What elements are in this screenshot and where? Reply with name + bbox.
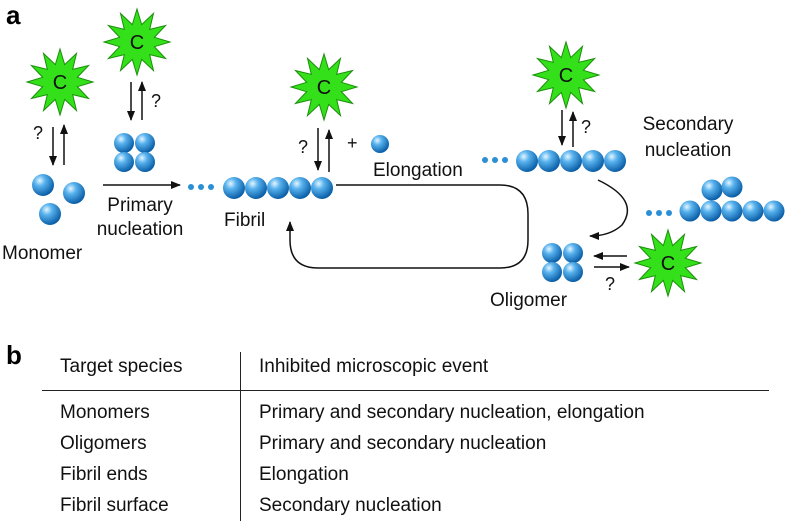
fibril-sphere bbox=[763, 200, 785, 222]
fibril-sphere bbox=[560, 150, 582, 172]
fibril-sphere bbox=[311, 177, 333, 199]
oligomer-sphere bbox=[563, 243, 583, 263]
fibril-sphere bbox=[538, 150, 560, 172]
compound-label: C bbox=[559, 65, 573, 87]
secondary-fibril bbox=[679, 176, 785, 222]
monomer-sphere bbox=[39, 203, 61, 225]
fibril-label: Fibril bbox=[224, 210, 266, 231]
oligomer-label: Oligomer bbox=[490, 290, 568, 311]
compound-label: C bbox=[53, 72, 67, 94]
secondary-nucleation-label: nucleation bbox=[644, 140, 732, 161]
primary-label: Primary bbox=[107, 195, 173, 216]
fibril-sphere bbox=[679, 200, 701, 222]
fibril-sphere bbox=[701, 179, 723, 201]
oligomer-sphere bbox=[114, 133, 134, 153]
oligomer-top bbox=[114, 133, 155, 172]
compound-star-icon bbox=[289, 52, 359, 122]
monomer-label: Monomer bbox=[2, 243, 83, 264]
panel-a-letter: a bbox=[6, 0, 21, 30]
compound-star-icon bbox=[531, 40, 601, 110]
compound-star-icon bbox=[25, 47, 95, 117]
monomer-group bbox=[32, 174, 85, 225]
fibril-right bbox=[516, 150, 626, 172]
compound-star-icon bbox=[633, 228, 703, 298]
elongation-loop-arrow bbox=[286, 184, 529, 269]
column-header-target-species: Target species bbox=[42, 352, 241, 391]
fibril-dots-left bbox=[188, 184, 214, 190]
compound-label: C bbox=[661, 253, 675, 275]
plus-sign: + bbox=[347, 133, 358, 153]
fibril-sphere bbox=[700, 200, 722, 222]
fibril-sphere bbox=[245, 177, 267, 199]
equilibrium-arrows bbox=[49, 81, 630, 271]
table-cell: Fibril ends bbox=[42, 459, 241, 490]
table-row: Monomers Primary and secondary nucleatio… bbox=[42, 390, 769, 428]
fibril-dots-mid bbox=[482, 157, 508, 163]
question-mark: ? bbox=[298, 137, 309, 157]
table-row: Fibril ends Elongation bbox=[42, 459, 769, 490]
compound-star-icon bbox=[102, 7, 172, 77]
table-header-row: Target species Inhibited microscopic eve… bbox=[42, 352, 769, 391]
fibril-dots-far bbox=[646, 210, 672, 216]
table-cell: Secondary nucleation bbox=[259, 494, 442, 516]
reaction-scheme: C C C C C bbox=[25, 7, 785, 298]
question-mark: ? bbox=[605, 274, 616, 294]
fibril-sphere bbox=[516, 150, 538, 172]
table-cell: Primary and secondary nucleation, elonga… bbox=[259, 401, 645, 423]
column-header-inhibited-event: Inhibited microscopic event bbox=[259, 356, 489, 377]
panel-b-letter: b bbox=[6, 340, 22, 370]
oligomer-sphere bbox=[135, 133, 155, 153]
oligomer-sphere bbox=[542, 243, 562, 263]
oligomer-sphere bbox=[563, 262, 583, 282]
fibril-sphere bbox=[742, 200, 764, 222]
secondary-label: Secondary bbox=[642, 114, 734, 135]
compound-label: C bbox=[317, 77, 331, 99]
table-row: Fibril surface Secondary nucleation bbox=[42, 490, 769, 521]
question-mark: ? bbox=[33, 123, 44, 143]
monomer-sphere bbox=[63, 182, 85, 204]
table-cell: Elongation bbox=[259, 463, 349, 485]
compound-label: C bbox=[130, 32, 144, 54]
elongation-label: Elongation bbox=[373, 160, 463, 181]
table-cell: Monomers bbox=[42, 390, 241, 428]
elongation-monomer bbox=[371, 135, 389, 153]
oligomer-sphere bbox=[135, 152, 155, 172]
oligomer-sphere bbox=[542, 262, 562, 282]
fibril-sphere bbox=[721, 176, 743, 198]
secondary-nucleation-arrow bbox=[589, 179, 629, 240]
table-cell: Primary and secondary nucleation bbox=[259, 432, 547, 454]
monomer-sphere bbox=[32, 174, 54, 196]
table-cell: Fibril surface bbox=[42, 490, 241, 521]
fibril-sphere bbox=[267, 177, 289, 199]
primary-nucleation-label: nucleation bbox=[96, 219, 184, 240]
fibril-sphere bbox=[223, 177, 245, 199]
fibril-sphere bbox=[582, 150, 604, 172]
question-mark: ? bbox=[581, 117, 592, 137]
table-cell: Oligomers bbox=[42, 428, 241, 459]
question-mark: ? bbox=[151, 91, 162, 111]
fibril-sphere bbox=[604, 150, 626, 172]
oligomer-bottom bbox=[542, 243, 583, 282]
fibril bbox=[223, 177, 333, 199]
oligomer-sphere bbox=[114, 152, 134, 172]
fibril-sphere bbox=[721, 200, 743, 222]
inhibition-table: Target species Inhibited microscopic eve… bbox=[42, 352, 769, 521]
table-row: Oligomers Primary and secondary nucleati… bbox=[42, 428, 769, 459]
fibril-sphere bbox=[289, 177, 311, 199]
